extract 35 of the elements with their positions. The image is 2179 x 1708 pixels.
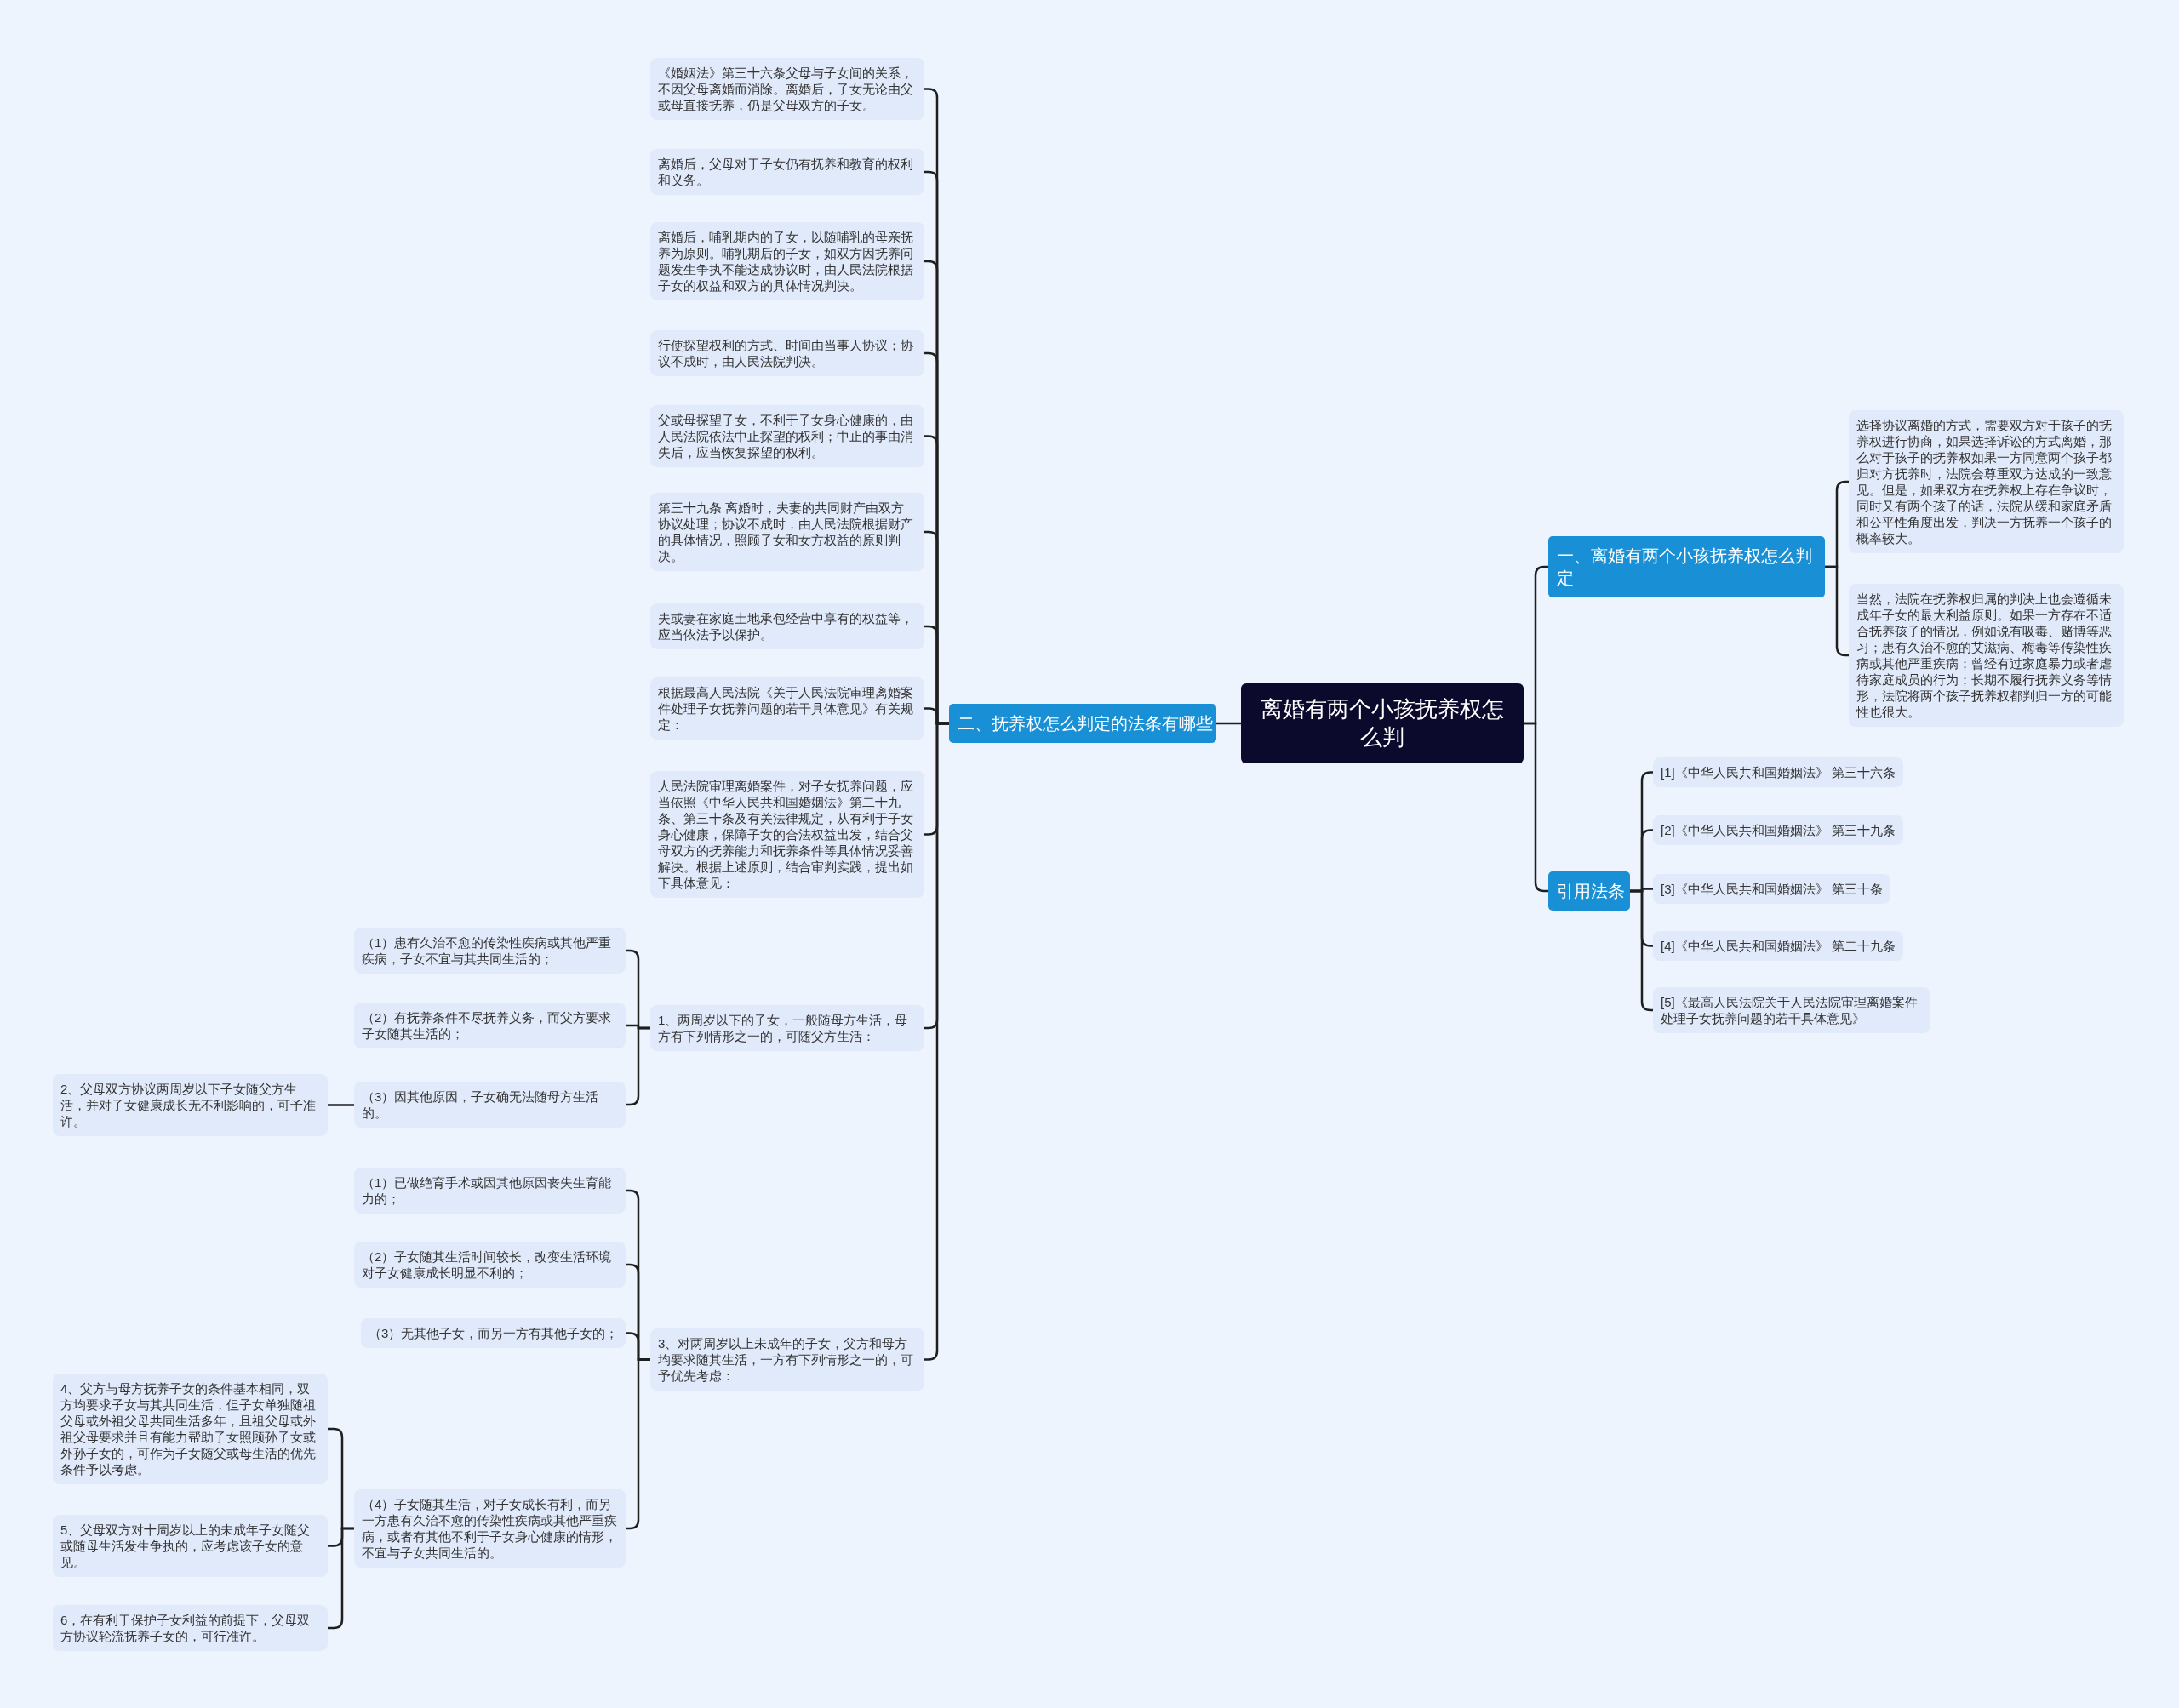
note-box: 1、两周岁以下的子女，一般随母方生活，母方有下列情形之一的，可随父方生活： xyxy=(650,1005,924,1051)
note-box: 第三十九条 离婚时，夫妻的共同财产由双方协议处理；协议不成时，由人民法院根据财产的具体情况，照顾子女和女方权益的原则判决。 xyxy=(650,493,924,571)
note-box: 选择协议离婚的方式，需要双方对于孩子的抚养权进行协商，如果选择诉讼的方式离婚，那么对于孩子的抚养权如果一方同意两个孩子都归对方抚养时，法院会尊重双方达成的一致意见。但是，如果双方在抚养权上存在争议时，同时又有两个孩子的话，法院从缓和家庭矛盾和公平性角度出发，判决一方抚养一个孩子的概率较大。 xyxy=(1849,410,2124,553)
note-box: 5、父母双方对十周岁以上的未成年子女随父或随母生活发生争执的，应考虑该子女的意见。 xyxy=(53,1515,328,1577)
note-box: 6，在有利于保护子女利益的前提下，父母双方协议轮流抚养子女的，可行准许。 xyxy=(53,1605,328,1651)
note-box: [3]《中华人民共和国婚姻法》 第三十条 xyxy=(1653,874,1890,904)
note-box: [5]《最高人民法院关于人民法院审理离婚案件处理子女抚养问题的若干具体意见》 xyxy=(1653,987,1930,1033)
note-box: 离婚后，父母对于子女仍有抚养和教育的权利和义务。 xyxy=(650,149,924,195)
note-box: 人民法院审理离婚案件，对子女抚养问题，应当依照《中华人民共和国婚姻法》第二十九条、第三十条及有关法律规定，从有利于子女身心健康，保障子女的合法权益出发，结合父母双方的抚养能力和抚养条件等具体情况妥善解决。根据上述原则，结合审判实践，提出如下具体意见： xyxy=(650,771,924,898)
note-box: （2）有抚养条件不尽抚养义务，而父方要求子女随其生活的； xyxy=(354,1003,626,1048)
note-box: 《婚姻法》第三十六条父母与子女间的关系，不因父母离婚而消除。离婚后，子女无论由父或母直接抚养，仍是父母双方的子女。 xyxy=(650,58,924,120)
central-topic-box: 离婚有两个小孩抚养权怎么判 xyxy=(1241,683,1524,763)
note-box: 父或母探望子女，不利于子女身心健康的，由人民法院依法中止探望的权利；中止的事由消失后，应当恢复探望的权利。 xyxy=(650,405,924,467)
branch-topic-box: 二、抚养权怎么判定的法条有哪些 xyxy=(949,704,1216,743)
note-box: [4]《中华人民共和国婚姻法》 第二十九条 xyxy=(1653,931,1903,961)
note-box: 3、对两周岁以上未成年的子女，父方和母方均要求随其生活，一方有下列情形之一的，可予优先考虑： xyxy=(650,1328,924,1391)
note-box: 行使探望权利的方式、时间由当事人协议；协议不成时，由人民法院判决。 xyxy=(650,330,924,376)
note-box: （1）患有久治不愈的传染性疾病或其他严重疾病，子女不宜与其共同生活的； xyxy=(354,928,626,974)
connector-line xyxy=(328,1104,354,1106)
note-box: 离婚后，哺乳期内的子女，以随哺乳的母亲抚养为原则。哺乳期后的子女，如双方因抚养问题发生争执不能达成协议时，由人民法院根据子女的权益和双方的具体情况判决。 xyxy=(650,222,924,300)
note-box: 当然，法院在抚养权归属的判决上也会遵循未成年子女的最大利益原则。如果一方存在不适合抚养孩子的情况，例如说有吸毒、赌博等恶习；患有久治不愈的艾滋病、梅毒等传染性疾病或其他严重疾病；曾经有过家庭暴力或者虐待家庭成员的行为；长期不履行抚养义务等情形，法院将两个孩子抚养权都判归一方的可能性也很大。 xyxy=(1849,584,2124,727)
branch-topic-box: 一、离婚有两个小孩抚养权怎么判定 xyxy=(1548,536,1825,597)
note-box: 2、父母双方协议两周岁以下子女随父方生活，并对子女健康成长无不利影响的，可予准许。 xyxy=(53,1074,328,1136)
connector-line xyxy=(1216,722,1241,725)
note-box: （3）无其他子女，而另一方有其他子女的； xyxy=(361,1318,626,1348)
note-box: [1]《中华人民共和国婚姻法》 第三十六条 xyxy=(1653,757,1903,787)
note-box: （2）子女随其生活时间较长，改变生活环境对子女健康成长明显不利的； xyxy=(354,1242,626,1288)
note-box: （4）子女随其生活，对子女成长有利，而另一方患有久治不愈的传染性疾病或其他严重疾病，或者有其他不利于子女身心健康的情形，不宜与子女共同生活的。 xyxy=(354,1489,626,1568)
note-box: （1）已做绝育手术或因其他原因丧失生育能力的； xyxy=(354,1168,626,1214)
note-box: 根据最高人民法院《关于人民法院审理离婚案件处理子女抚养问题的若干具体意见》有关规定： xyxy=(650,677,924,740)
branch-topic-box: 引用法条 xyxy=(1548,871,1630,911)
note-box: （3）因其他原因，子女确无法随母方生活的。 xyxy=(354,1082,626,1128)
note-box: [2]《中华人民共和国婚姻法》 第三十九条 xyxy=(1653,815,1903,845)
note-box: 夫或妻在家庭土地承包经营中享有的权益等，应当依法予以保护。 xyxy=(650,603,924,649)
note-box: 4、父方与母方抚养子女的条件基本相同，双方均要求子女与其共同生活，但子女单独随祖父母或外祖父母共同生活多年，且祖父母或外祖父母要求并且有能力帮助子女照顾孙子女或外孙子女的，可作为子女随父或母生活的优先条件予以考虑。 xyxy=(53,1374,328,1484)
